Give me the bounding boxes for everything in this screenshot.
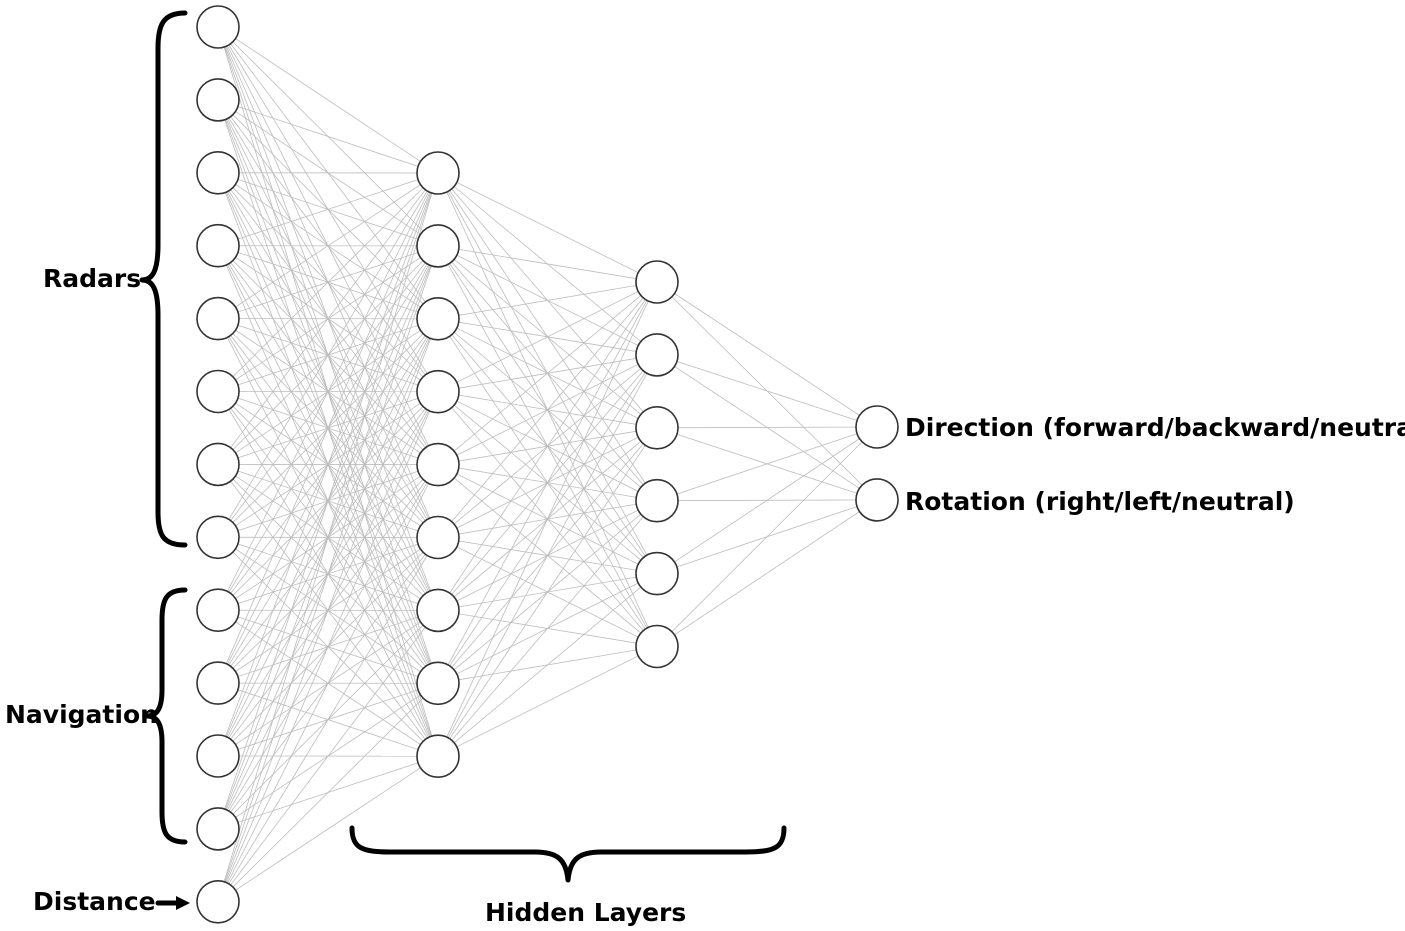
connection-line bbox=[217, 172, 439, 319]
hidden-2-neuron-6 bbox=[635, 624, 679, 669]
connection-line bbox=[217, 172, 439, 538]
hidden-1-neuron-5 bbox=[416, 442, 460, 487]
connection-line bbox=[437, 245, 658, 283]
connection-line bbox=[217, 537, 439, 903]
hidden-1-neuron-7 bbox=[416, 588, 460, 633]
connection-line bbox=[217, 172, 439, 465]
hidden-layers-label: Hidden Layers bbox=[485, 898, 686, 927]
connection-line bbox=[217, 464, 439, 902]
hidden-1-neuron-4 bbox=[416, 369, 460, 414]
connection-line bbox=[656, 499, 878, 647]
connection-line bbox=[217, 172, 439, 392]
connection-line bbox=[217, 245, 439, 902]
connection-line bbox=[217, 172, 439, 902]
hidden-1-neuron-1 bbox=[416, 151, 460, 195]
connection-line bbox=[217, 172, 439, 247]
connection-line bbox=[437, 281, 658, 611]
connection-line bbox=[656, 426, 878, 502]
input-neuron-6 bbox=[196, 369, 240, 414]
connection-line bbox=[656, 281, 878, 428]
radars-brace bbox=[139, 10, 188, 548]
connection-line bbox=[217, 99, 439, 174]
hidden-2-neuron-4 bbox=[635, 478, 679, 523]
connection-line bbox=[437, 427, 658, 757]
input-neuron-5 bbox=[196, 296, 240, 341]
output-label-direction: Direction (forward/backward/neutral) bbox=[905, 413, 1405, 442]
connection-line bbox=[437, 500, 658, 757]
connection-line bbox=[217, 172, 439, 684]
hidden-1-neuron-9 bbox=[416, 734, 460, 779]
hidden-2-neuron-1 bbox=[635, 260, 679, 304]
connection-line bbox=[656, 426, 878, 647]
connection-line bbox=[217, 683, 439, 903]
connection-line bbox=[217, 172, 439, 757]
hidden-1-neuron-2 bbox=[416, 224, 460, 268]
output-label-rotation: Rotation (right/left/neutral) bbox=[905, 487, 1295, 516]
input-neuron-10 bbox=[196, 661, 240, 705]
connection-line bbox=[437, 646, 658, 757]
connection-line bbox=[656, 426, 878, 574]
connection-line bbox=[217, 391, 439, 902]
radars-label: Radars bbox=[43, 264, 141, 293]
connection-line bbox=[437, 281, 658, 757]
distance-arrow-icon bbox=[176, 896, 190, 910]
connection-line bbox=[217, 755, 439, 903]
input-neuron-13 bbox=[196, 879, 240, 924]
hidden-2-neuron-2 bbox=[635, 333, 679, 377]
hidden-2-neuron-3 bbox=[635, 405, 679, 450]
connection-line bbox=[437, 281, 658, 320]
connection-line bbox=[437, 281, 658, 684]
input-neuron-11 bbox=[196, 734, 240, 778]
neuron-nodes bbox=[196, 5, 899, 924]
connection-lines bbox=[217, 26, 878, 903]
connection-line bbox=[437, 281, 658, 465]
distance-label: Distance bbox=[33, 887, 156, 916]
navigation-brace bbox=[144, 587, 188, 845]
input-neuron-3 bbox=[196, 151, 240, 195]
input-neuron-1 bbox=[196, 5, 240, 49]
input-neuron-2 bbox=[196, 78, 240, 122]
connection-line bbox=[217, 318, 439, 902]
output-neuron-1 bbox=[855, 405, 899, 449]
input-neuron-4 bbox=[196, 223, 240, 268]
input-neuron-8 bbox=[196, 515, 240, 560]
connection-line bbox=[217, 172, 439, 830]
connection-line bbox=[656, 354, 878, 428]
connection-line bbox=[437, 172, 658, 283]
navigation-label: Navigation bbox=[5, 700, 158, 729]
input-neuron-9 bbox=[196, 588, 240, 633]
connection-line bbox=[437, 281, 658, 393]
hidden-1-neuron-8 bbox=[416, 661, 460, 706]
hidden-1-neuron-3 bbox=[416, 296, 460, 341]
connection-line bbox=[217, 26, 439, 174]
connection-line bbox=[217, 172, 439, 611]
connection-line bbox=[437, 354, 658, 757]
connection-line bbox=[437, 573, 658, 757]
input-neuron-7 bbox=[196, 442, 240, 487]
connection-line bbox=[217, 610, 439, 903]
output-neuron-2 bbox=[855, 478, 899, 522]
hidden-2-neuron-5 bbox=[635, 551, 679, 596]
input-neuron-12 bbox=[196, 807, 240, 851]
connection-line bbox=[656, 426, 878, 429]
connection-line bbox=[437, 281, 658, 538]
hidden-layers-brace bbox=[349, 825, 787, 883]
hidden-1-neuron-6 bbox=[416, 515, 460, 560]
